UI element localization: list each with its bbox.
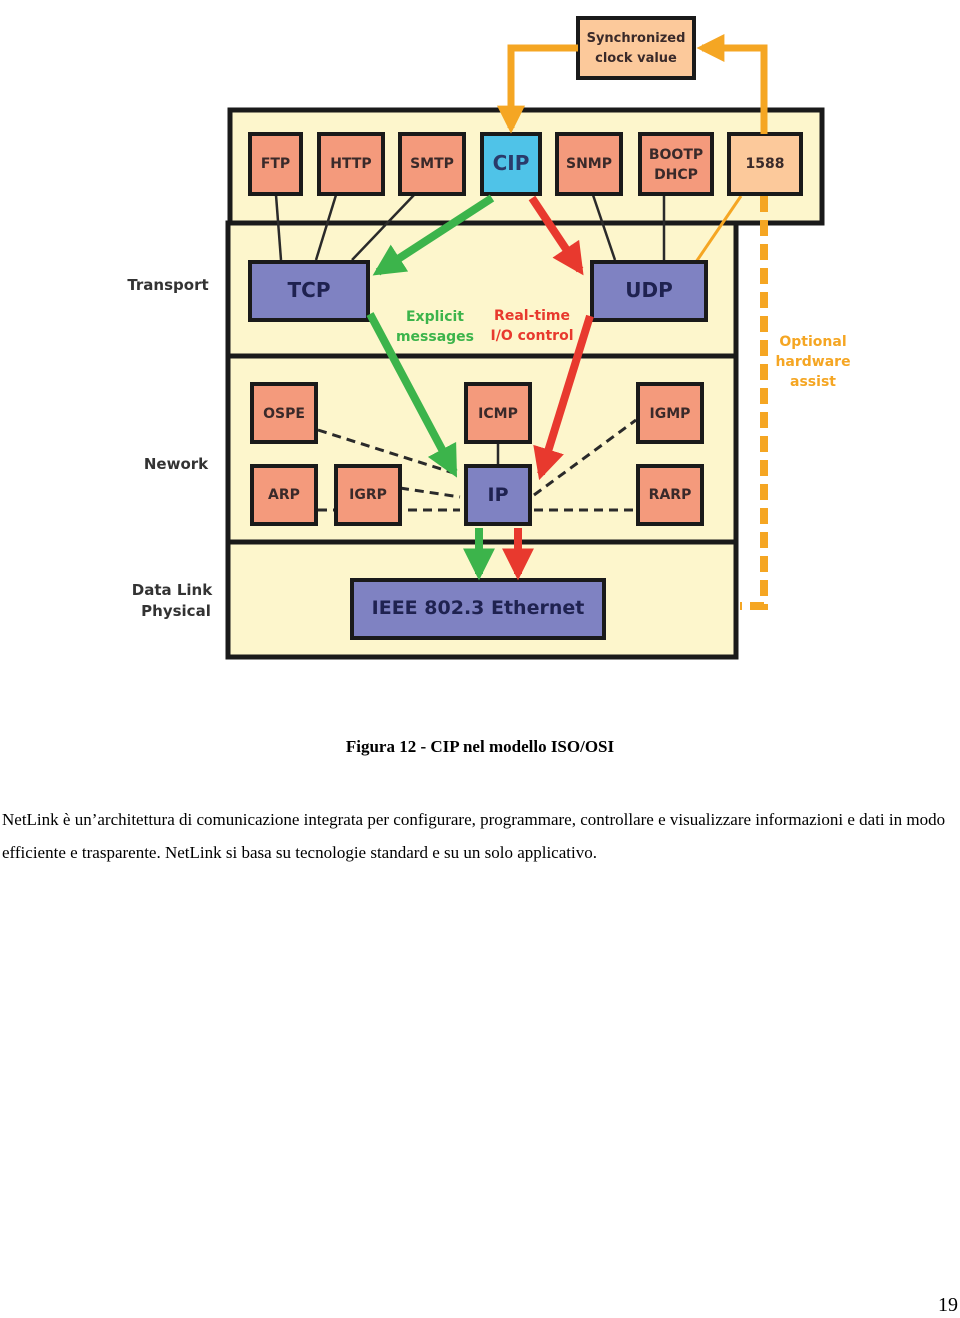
- app-box-bootp-dhcp: BOOTP DHCP: [638, 132, 714, 196]
- app-box-snmp: SNMP: [555, 132, 623, 196]
- realtime-io-flow: [502, 195, 594, 581]
- transport-box-tcp: TCP: [248, 260, 370, 322]
- page-number: 19: [938, 1294, 958, 1316]
- layer-label-datalink: Data Link: [132, 581, 213, 599]
- sync-clock-box: Synchronized clock value: [576, 16, 696, 80]
- flow-label-optional-3: assist: [790, 374, 836, 390]
- net-label-icmp: ICMP: [478, 406, 518, 422]
- app-box-ftp: FTP: [248, 132, 303, 196]
- link-label-ethernet: IEEE 802.3 Ethernet: [372, 597, 585, 619]
- net-label-arp: ARP: [268, 487, 300, 503]
- app-box-smtp: SMTP: [398, 132, 466, 196]
- net-box-arp: ARP: [250, 464, 318, 526]
- app-box-cip: CIP: [480, 132, 542, 196]
- explicit-messages-flow: [366, 194, 495, 581]
- ptp-hw-line: [694, 195, 743, 263]
- app-label-bootp: BOOTP: [649, 147, 703, 163]
- body-paragraph: NetLink è un’architettura di comunicazio…: [2, 810, 946, 862]
- sync-clock-line2: clock value: [595, 51, 677, 66]
- net-box-igmp: IGMP: [636, 382, 704, 444]
- app-label-http: HTTP: [330, 156, 371, 172]
- app-label-smtp: SMTP: [410, 156, 454, 172]
- flow-label-optional-2: hardware: [775, 354, 850, 370]
- transport-label-tcp: TCP: [288, 278, 331, 302]
- app-to-transport-lines: [274, 194, 666, 465]
- app-box-http: HTTP: [317, 132, 385, 196]
- app-label-cip: CIP: [493, 151, 530, 175]
- flow-label-explicit-2: messages: [396, 329, 474, 345]
- layer-label-network: Nework: [144, 455, 209, 473]
- app-label-ftp: FTP: [261, 156, 290, 172]
- sync-clock-line1: Synchronized: [587, 31, 686, 46]
- figure-caption: Figura 12 - CIP nel modello ISO/OSI: [345, 737, 615, 756]
- net-label-igrp: IGRP: [349, 487, 387, 503]
- net-label-ospe: OSPE: [263, 406, 305, 422]
- flow-label-realtime-1: Real-time: [494, 308, 570, 324]
- layer-label-transport: Transport: [127, 276, 208, 294]
- net-box-rarp: RARP: [636, 464, 704, 526]
- flow-label-explicit-1: Explicit: [406, 309, 464, 325]
- transport-box-udp: UDP: [590, 260, 708, 322]
- net-label-ip: IP: [488, 484, 509, 506]
- sync-loop-arrows: [497, 34, 768, 134]
- flow-label-optional-1: Optional: [779, 334, 846, 350]
- optional-hw-assist-path: [740, 196, 768, 610]
- transport-label-udp: UDP: [625, 278, 673, 302]
- net-box-ip: IP: [464, 464, 532, 526]
- net-box-icmp: ICMP: [464, 382, 532, 444]
- net-label-rarp: RARP: [649, 487, 692, 503]
- layer-label-physical: Physical: [141, 602, 211, 620]
- app-label-snmp: SNMP: [566, 156, 612, 172]
- cip-osi-diagram: Transport Nework Data Link Physical FTP: [127, 16, 851, 660]
- link-box-ethernet: IEEE 802.3 Ethernet: [350, 578, 606, 640]
- net-label-igmp: IGMP: [650, 406, 691, 422]
- net-box-igrp: IGRP: [334, 464, 402, 526]
- app-label-dhcp: DHCP: [654, 167, 698, 183]
- net-box-ospe: OSPE: [250, 382, 318, 444]
- flow-label-realtime-2: I/O control: [491, 328, 574, 344]
- app-box-1588: 1588: [727, 132, 803, 196]
- app-label-1588: 1588: [746, 156, 785, 172]
